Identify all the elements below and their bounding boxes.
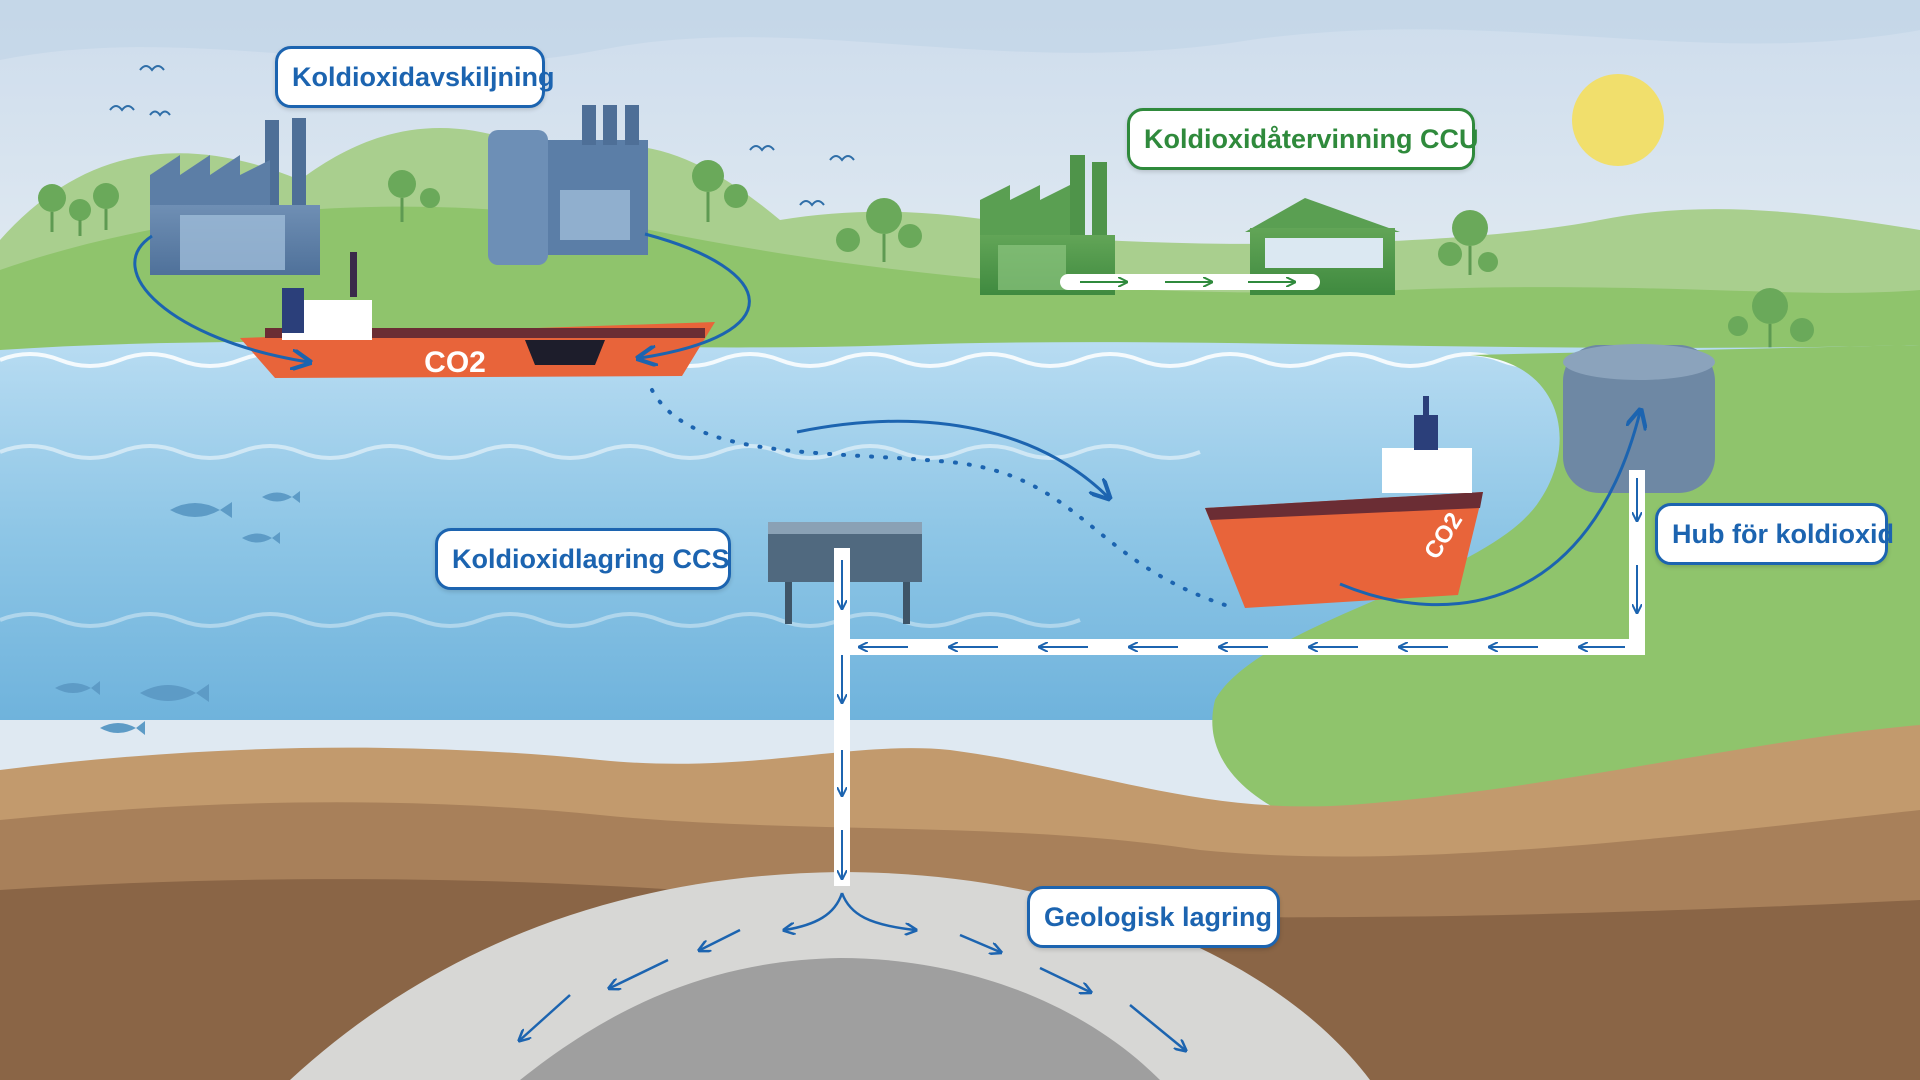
sun [1572,74,1664,166]
capture-arrow-right [640,232,751,358]
ship-2 [1205,396,1483,608]
injection-spread-arrows [520,892,1185,1050]
capture-arrow-left [133,234,308,362]
fish [55,491,300,735]
ship-route-arrow [796,419,1108,497]
capture-factory-right [488,105,648,265]
trees [38,160,1814,356]
ship-route-dotted [650,388,1227,607]
label-geological-storage: Geologisk lagring [1027,886,1280,948]
pipeline-flow-arrows [842,478,1637,878]
capture-factory-left [150,118,320,275]
right-shore [1212,345,1920,820]
cap-rock [520,958,1160,1080]
ship-to-hub-arrow [1339,412,1640,607]
ship-1 [240,252,715,378]
label-co2-hub: Hub för koldioxid [1655,503,1894,565]
birds [109,65,855,207]
label-ccs: Koldioxidlagring CCS [435,528,731,590]
label-ccu: Koldioxidåtervinning CCU [1127,108,1479,170]
label-carbon-capture: Koldioxidavskiljning [275,46,555,108]
ship-1-marking: CO2 [424,346,486,379]
